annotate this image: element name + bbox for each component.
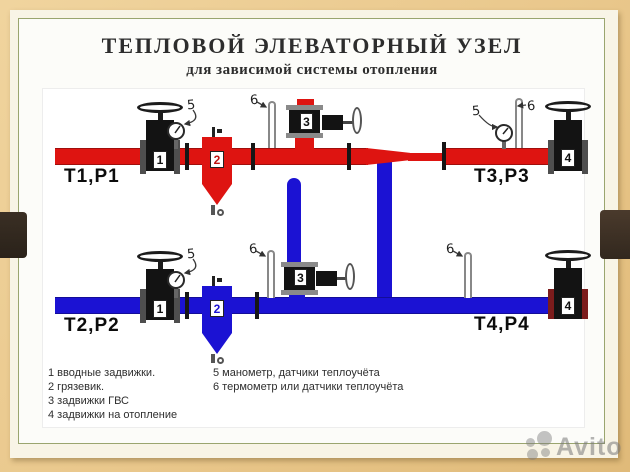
mud-trap-vent-cap	[217, 278, 222, 282]
valve-stem	[337, 277, 347, 280]
thermometer-tag: 6	[445, 241, 455, 258]
legend-item: 2 грязевик.	[48, 381, 105, 393]
handwheel-icon	[545, 250, 591, 261]
handwheel-icon	[137, 251, 183, 262]
drain-plug	[217, 357, 224, 364]
right-mount-tab	[600, 210, 630, 259]
dhw-branch-cap	[297, 99, 314, 106]
pressure-gauge-icon	[167, 271, 185, 289]
avito-logo-icon	[537, 431, 552, 446]
flange-mark	[442, 142, 446, 170]
gauge-stem	[174, 288, 178, 298]
thermometer-well-icon	[464, 252, 472, 298]
mud-trap-vent-cap	[217, 129, 222, 133]
flange-mark	[255, 292, 259, 319]
flange-mark	[185, 143, 189, 170]
valve-stem	[566, 260, 571, 269]
legend-item: 6 термометр или датчики теплоучёта	[213, 381, 404, 393]
valve-number-tag: 1	[153, 151, 167, 169]
legend-item: 4 задвижки на отопление	[48, 409, 178, 421]
valve-number-tag: 3	[294, 269, 307, 286]
drain-fitting	[211, 354, 215, 363]
dhw-branch-stub	[289, 295, 305, 302]
elevator-nozzle-cone	[366, 148, 410, 165]
valve-stem	[158, 112, 163, 121]
valve-flange	[140, 289, 146, 323]
valve-number-tag: 4	[561, 297, 575, 315]
gauge-stem	[502, 140, 506, 149]
dhw-branch-stub	[295, 138, 314, 149]
mud-trap-cone	[202, 184, 232, 205]
valve-flange	[582, 289, 588, 319]
dhw-riser-pipe	[287, 178, 301, 267]
thermometer-tag: 6	[249, 92, 259, 109]
legend-item: 5 манометр, датчики теплоучёта	[213, 367, 380, 379]
drain-fitting	[211, 205, 215, 215]
thermometer-tag: 6	[248, 241, 258, 258]
drain-plug	[217, 209, 224, 216]
handwheel-icon	[352, 107, 362, 134]
valve-flange	[174, 289, 180, 323]
page-title: ТЕПЛОВОЙ ЭЛЕВАТОРНЫЙ УЗЕЛ	[101, 33, 523, 58]
legend-item: 3 задвижки ГВС	[48, 395, 129, 407]
pressure-gauge-icon	[495, 124, 513, 142]
pipe-label-t1p1: Т1,Р1	[64, 166, 120, 187]
gauge-tag: 5	[186, 97, 196, 114]
mud-trap-vent	[212, 276, 215, 286]
pressure-gauge-icon	[167, 122, 185, 140]
pipe-label-t2p2: Т2,Р2	[64, 315, 120, 336]
pipe-label-t4p4: Т4,Р4	[474, 314, 530, 335]
valve-flange	[286, 133, 323, 138]
mud-trap-number-tag: 2	[210, 151, 224, 168]
gauge-tag: 5	[471, 103, 481, 120]
flange-mark	[251, 143, 255, 170]
thermometer-tag: 6	[526, 98, 536, 115]
flange-mark	[185, 292, 189, 319]
handwheel-icon	[137, 102, 183, 113]
valve-flange	[286, 105, 323, 110]
valve-flange	[582, 140, 588, 174]
elevator-mixing-riser-pipe	[377, 158, 392, 299]
legend-item: 1 вводные задвижки.	[48, 367, 156, 379]
thermometer-well-icon	[267, 250, 275, 298]
handwheel-icon	[345, 263, 355, 290]
valve-flange	[281, 290, 318, 295]
avito-logo-icon	[526, 438, 535, 447]
elevator-throat-pipe	[408, 153, 446, 161]
dhw-valve-bonnet	[322, 115, 343, 130]
valve-flange	[548, 289, 554, 319]
thermometer-well-icon	[268, 101, 276, 148]
handwheel-icon	[545, 101, 591, 112]
valve-number-tag: 1	[153, 300, 167, 318]
dhw-valve-bonnet	[316, 271, 337, 286]
valve-flange	[281, 262, 318, 267]
valve-flange	[140, 140, 146, 174]
watermark-text: Avito	[556, 433, 623, 461]
mud-trap-cone	[202, 333, 232, 354]
valve-number-tag: 3	[300, 113, 313, 130]
thermometer-well-icon	[515, 98, 523, 148]
mud-trap-number-tag: 2	[210, 300, 224, 317]
mud-trap-vent	[212, 127, 215, 137]
gauge-tag: 5	[186, 246, 196, 263]
valve-flange	[548, 140, 554, 174]
valve-stem	[158, 261, 163, 270]
valve-number-tag: 4	[561, 149, 575, 167]
valve-stem	[566, 111, 571, 121]
return-pipe	[55, 297, 578, 314]
valve-flange	[174, 140, 180, 174]
valve-stem	[343, 121, 354, 124]
avito-logo-icon	[527, 449, 538, 460]
pipe-label-t3p3: Т3,Р3	[474, 166, 530, 187]
gauge-stem	[174, 139, 178, 149]
avito-logo-icon	[541, 448, 550, 457]
left-mount-tab	[0, 212, 27, 258]
page-subtitle: для зависимой системы отопления	[186, 62, 438, 78]
flange-mark	[347, 143, 351, 170]
